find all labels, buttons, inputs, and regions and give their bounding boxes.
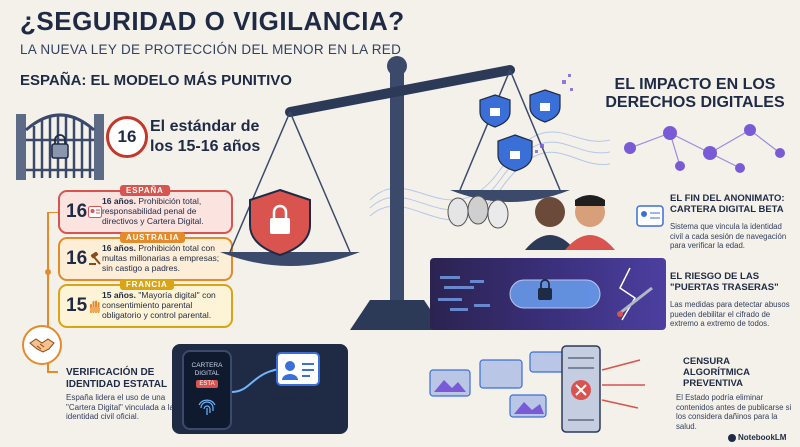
id-card-icon: [88, 206, 102, 218]
country-age: 16: [66, 248, 88, 269]
backdoor-desc: Las medidas para detectar abusos pueden …: [670, 300, 790, 328]
standard-line-1: El estándar de: [150, 118, 260, 135]
country-card-france: FRANCIA 15 15 años. "Mayoría digital" co…: [58, 279, 233, 328]
age-badge: 16: [106, 116, 148, 158]
standard-line-2: los 15-16 años: [150, 138, 261, 155]
country-desc-bold: 16 años.: [102, 243, 137, 253]
country-age: 16: [66, 201, 88, 222]
country-desc-text: Prohibición total, responsabilidad penal…: [102, 196, 204, 226]
country-desc-bold: 16 años.: [102, 196, 137, 206]
censorship-desc: El Estado podría eliminar contenidos ant…: [676, 393, 792, 431]
censorship-illustration: [429, 345, 645, 433]
gavel-icon: [89, 252, 101, 265]
country-desc-bold: 15 años.: [102, 290, 137, 300]
left-heading: ESPAÑA: EL MODELO MÁS PUNITIVO: [20, 72, 292, 89]
balance-scale-illustration: [220, 56, 610, 330]
country-desc-text: Prohibición total con multas millonarias…: [102, 243, 220, 273]
timeline-line: [45, 212, 58, 373]
standard-text: El estándar de los 15-16 años: [150, 117, 260, 157]
notebooklm-logo: NotebookLM: [728, 433, 786, 442]
country-desc-text: "Mayoría digital" con consentimiento par…: [102, 290, 216, 320]
country-desc: 16 años. Prohibición total, responsabili…: [102, 196, 225, 226]
network-nodes-illustration: [624, 124, 785, 173]
fingerprint-icon: [198, 399, 216, 415]
encrypted-tunnel-illustration: [438, 267, 653, 321]
country-flag: AUSTRALIA: [120, 232, 186, 243]
logo-icon: [728, 433, 736, 442]
page-title: ¿SEGURIDAD O VIGILANCIA?: [20, 6, 405, 36]
logo-text: NotebookLM: [738, 433, 787, 442]
id-card-label: IDENTIDAD CIVIL OFICIAL: [265, 395, 335, 418]
censorship-title: CENSURA ALGORÍTMICA PREVENTIVA: [683, 356, 750, 389]
country-desc: 16 años. Prohibición total con multas mi…: [102, 243, 225, 273]
verification-desc: España lidera el uso de una "Cartera Dig…: [66, 393, 174, 421]
country-card-australia: AUSTRALIA 16 16 años. Prohibición total …: [58, 232, 233, 281]
backdoor-title: EL RIESGO DE LAS "PUERTAS TRASERAS": [670, 271, 779, 293]
country-age: 15: [66, 295, 88, 316]
page-subtitle: LA NUEVA LEY DE PROTECCIÓN DEL MENOR EN …: [20, 42, 402, 57]
phone-badge: ESTA: [196, 380, 218, 388]
country-desc: 15 años. "Mayoría digital" con consentim…: [102, 290, 225, 320]
country-card-spain: ESPAÑA 16 16 años. Prohibición total, re…: [58, 185, 233, 234]
phone-label-1: CARTERA: [191, 362, 223, 369]
anonymity-desc: Sistema que vincula la identidad civil a…: [670, 222, 787, 250]
verification-title: VERIFICACIÓN DE IDENTIDAD ESTATAL: [66, 367, 168, 390]
country-flag: FRANCIA: [120, 279, 174, 290]
id-badge-icon: [636, 205, 664, 227]
handshake-icon: [22, 325, 62, 365]
right-heading: EL IMPACTO EN LOS DERECHOS DIGITALES: [605, 76, 785, 111]
country-flag: ESPAÑA: [120, 185, 170, 196]
id-card-icon: [276, 352, 320, 386]
phone-illustration: CARTERA DIGITAL ESTA: [182, 350, 232, 430]
gate-icon: [16, 113, 104, 180]
phone-label-2: DIGITAL: [194, 370, 220, 377]
anonymity-title: EL FIN DEL ANONIMATO: CARTERA DIGITAL BE…: [670, 193, 785, 215]
faces-illustration: [447, 195, 615, 250]
hand-icon: [90, 300, 100, 313]
